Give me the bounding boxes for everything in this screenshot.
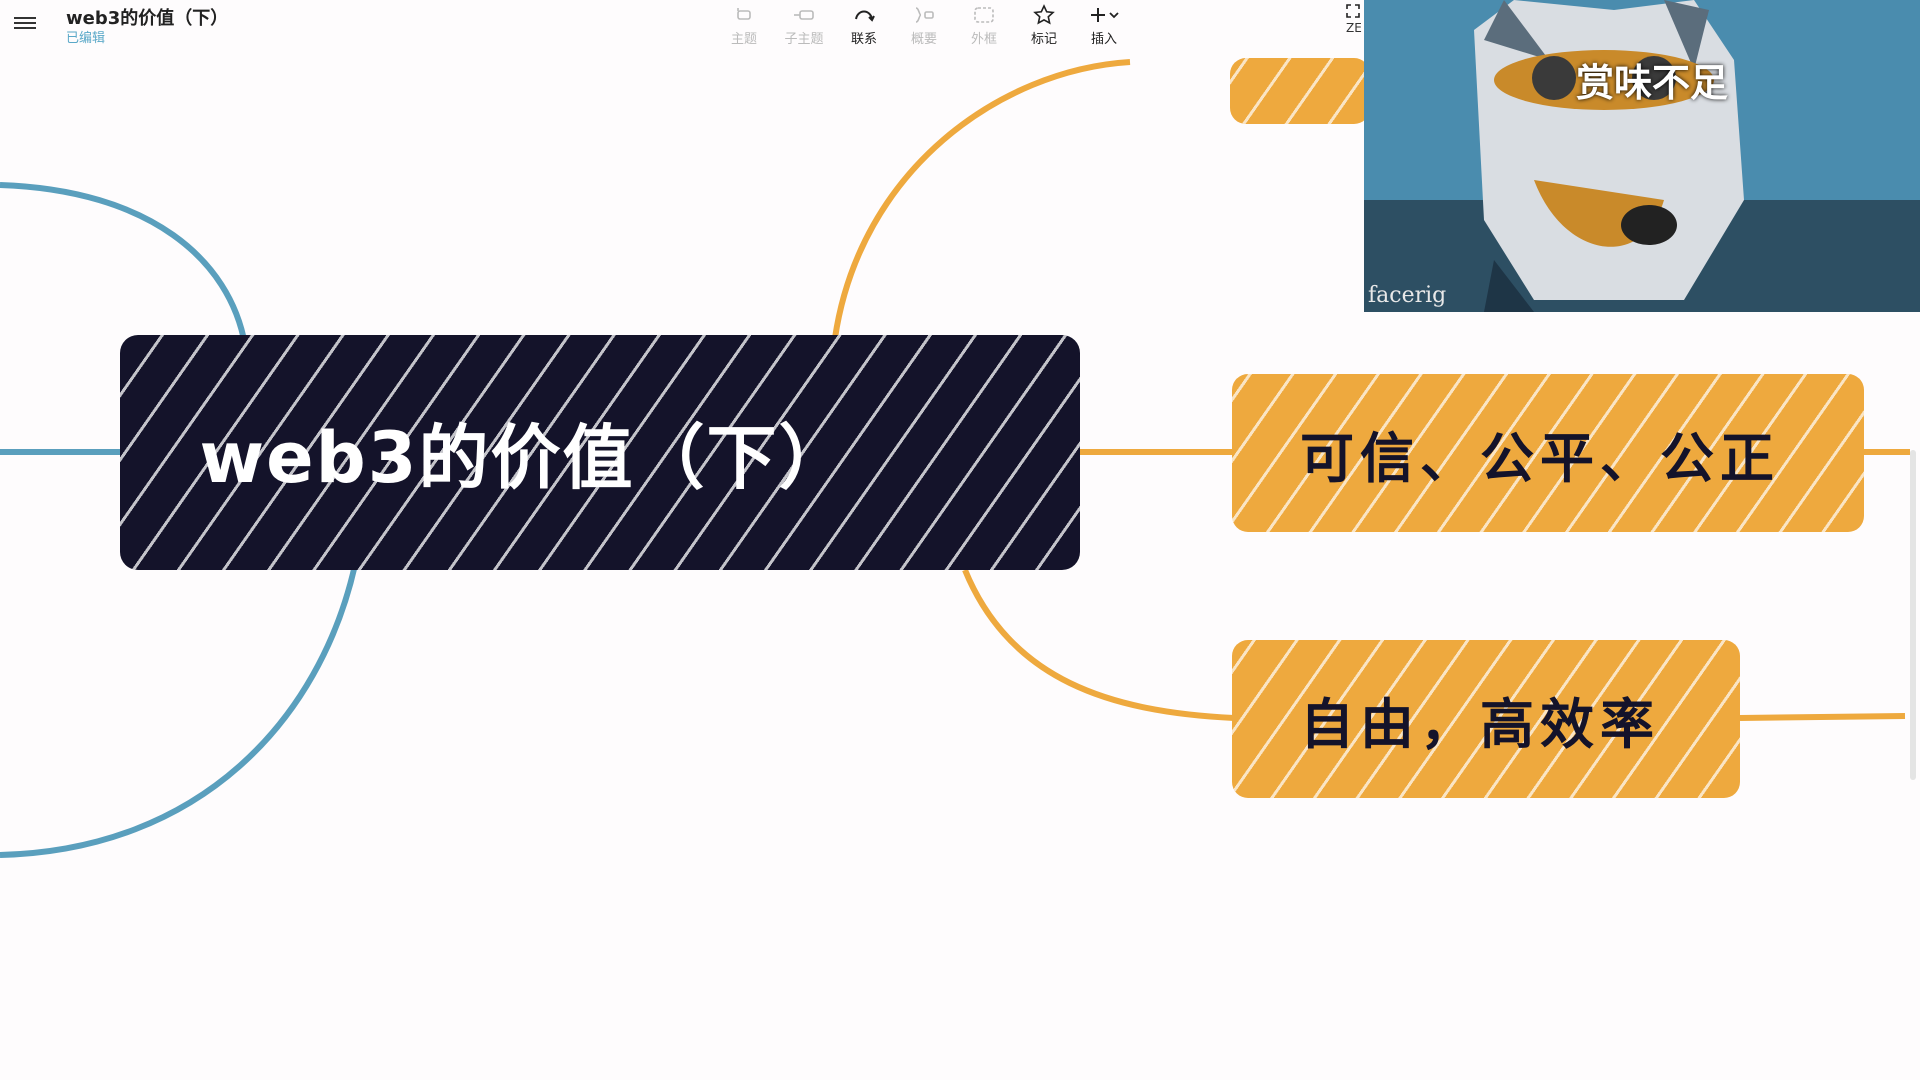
topic-label: 可信、公平、公正 [1300,426,1780,490]
toolbar-subtopic-label: 子主题 [784,32,824,47]
left-branch-link-top [0,182,248,346]
hatch-texture [120,335,1080,570]
central-topic[interactable]: web3的价值（下） [120,335,1080,570]
toolbar-summary-button[interactable]: 概要 [894,2,954,47]
toolbar-topic-button[interactable]: 主题 [714,2,774,47]
vertical-scrollbar[interactable] [1910,450,1916,780]
facerig-logo: facerig [1368,283,1447,308]
zen-mode-label: ZE [1346,21,1362,35]
hatch-texture [1232,374,1864,532]
toolbar-relationship-label: 联系 [850,32,877,47]
webcam-overlay: 赏味不足 facerig [1364,0,1920,312]
toolbar-marker-label: 标记 [1030,32,1057,47]
chevron-down-icon [1109,12,1119,19]
toolbar-marker-button[interactable]: 标记 [1014,2,1074,47]
subtopic-icon [794,10,814,20]
star-icon [1033,4,1055,25]
toolbar-boundary-label: 外框 [970,32,997,47]
toolbar-relationship-button[interactable]: 联系 [834,2,894,47]
webcam-caption: 赏味不足 [1576,61,1729,105]
topic-label: 自由，高效率 [1300,692,1660,756]
document-title[interactable]: web3的价值（下） [66,8,229,29]
toolbar-subtopic-button[interactable]: 子主题 [774,2,834,47]
plus-icon [1091,8,1105,22]
hatch-texture [1230,58,1370,124]
toolbar-insert-label: 插入 [1090,32,1117,47]
summary-icon [915,7,934,23]
topic-node[interactable]: 可信、公平、公正 [1232,374,1864,532]
topic-icon [737,8,751,20]
fullscreen-icon [1346,4,1360,18]
central-topic-label: web3的价值（下） [199,417,851,499]
right-branch-link-top [832,59,1131,339]
topic-node-partial[interactable] [1230,58,1370,124]
hatch-texture [1232,640,1740,798]
right-branch-link-2 [962,568,1235,721]
topic-node[interactable]: 自由，高效率 [1232,640,1740,798]
toolbar-boundary-button[interactable]: 外框 [954,2,1014,47]
toolbar-insert-button[interactable]: 插入 [1074,2,1134,47]
zen-mode-button[interactable]: ZE [1346,4,1362,35]
menu-icon[interactable] [14,14,36,32]
avatar-image [1364,0,1920,312]
toolbar-topic-label: 主题 [730,32,757,47]
boundary-icon [974,7,994,23]
left-branch-link-bottom [0,564,358,858]
relationship-icon [855,10,875,22]
right-branch-link-2-out [1739,713,1906,721]
save-status: 已编辑 [66,31,106,46]
toolbar-summary-label: 概要 [910,32,937,47]
toolbar: 主题 子主题 联系 概要 外框 标记 插入 [714,2,1134,47]
